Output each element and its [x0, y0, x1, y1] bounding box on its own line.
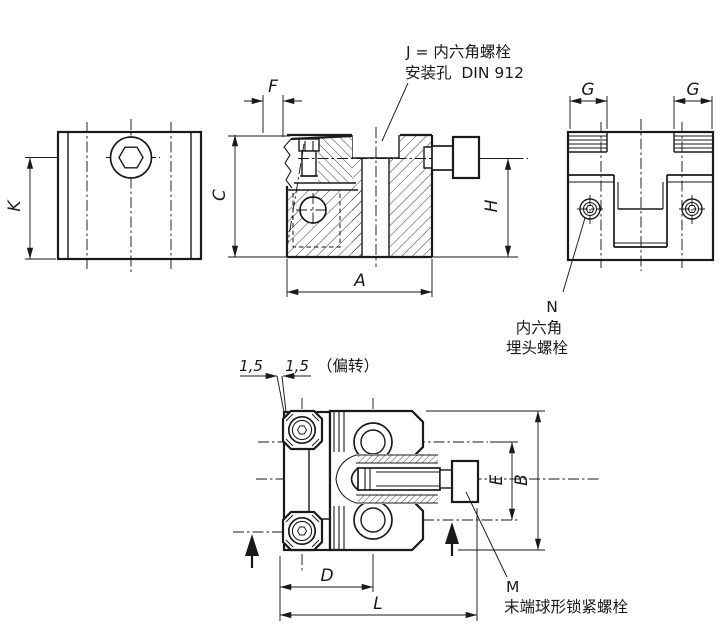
dim-e: E — [487, 442, 516, 520]
offset-value-left: 1,5 — [239, 357, 263, 375]
jaw-bottom — [281, 510, 324, 552]
dim-b: B — [426, 410, 545, 551]
callout-n-line1: 内六角 — [516, 319, 563, 337]
dim-label-g-left: G — [581, 80, 594, 100]
jaw-top — [281, 409, 324, 451]
dim-g-right: G — [673, 80, 713, 129]
dim-g-left: G — [569, 80, 608, 129]
callout-n: N 内六角 埋头螺栓 — [506, 217, 586, 357]
leader-j — [381, 82, 409, 142]
section-arrow-left — [245, 534, 259, 568]
leader-m — [465, 491, 508, 578]
dim-label-f: F — [268, 77, 278, 97]
dim-k: K — [5, 157, 34, 259]
dim-l: L — [279, 508, 478, 621]
dim-label-e: E — [487, 474, 507, 485]
front-view: K — [5, 119, 203, 272]
dim-a: A — [286, 259, 433, 297]
dim-h: H — [482, 158, 516, 257]
dim-label-b: B — [512, 474, 532, 486]
callout-m-note: 末端球形锁紧螺栓 — [504, 598, 628, 616]
dim-label-g-right: G — [686, 80, 699, 100]
callout-j-line2: 安装孔 DIN 912 — [405, 64, 524, 82]
callout-j-line1: J = 内六角螺栓 — [405, 43, 511, 61]
dim-label-l: L — [373, 594, 382, 614]
callout-n-label: N — [546, 298, 558, 316]
section-view: F C A H J = 内六角螺栓 安装孔 DIN 912 — [210, 43, 528, 297]
dim-label-h: H — [482, 199, 502, 212]
dim-d: D — [279, 556, 373, 593]
callout-n-line2: 埋头螺栓 — [506, 339, 568, 357]
callout-m-label: M — [506, 578, 519, 596]
dim-offset: 1,5 1,5 （偏转） — [239, 357, 379, 413]
dim-label-k: K — [5, 199, 25, 212]
dim-f: F — [244, 77, 302, 137]
countersunk-screw-right — [679, 195, 705, 224]
dim-c: C — [210, 135, 239, 257]
side-view: G G N 内六角 埋头螺栓 — [506, 80, 715, 357]
offset-value-right: 1,5 — [285, 357, 309, 375]
dim-label-c: C — [210, 189, 230, 201]
dim-label-a: A — [353, 271, 366, 291]
callout-m: M 末端球形锁紧螺栓 — [465, 491, 628, 616]
section-arrow-right — [445, 522, 459, 556]
leader-n — [562, 217, 586, 293]
countersunk-screw-left — [577, 195, 603, 224]
plan-view: 1,5 1,5 （偏转） D L E B M — [233, 357, 628, 621]
offset-note: （偏转） — [317, 357, 379, 375]
callout-j: J = 内六角螺栓 安装孔 DIN 912 — [381, 43, 524, 142]
dim-label-d: D — [320, 566, 333, 586]
